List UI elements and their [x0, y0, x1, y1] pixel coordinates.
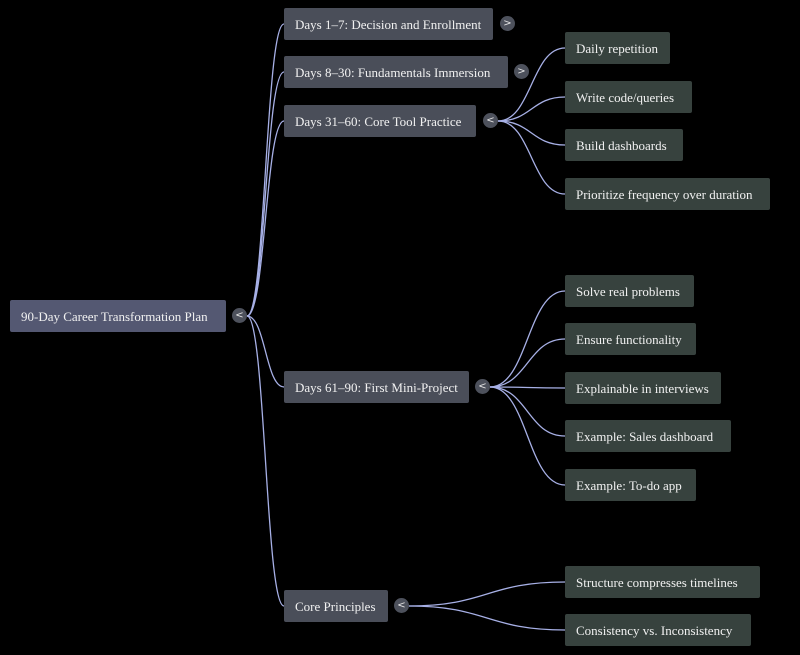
edge-days-61-90-leaf-0: [489, 290, 566, 388]
root-node[interactable]: 90-Day Career Transformation Plan: [10, 300, 226, 332]
leaf-build-dashboards[interactable]: Build dashboards: [565, 129, 683, 161]
edge-days-31-60-leaf-1: [497, 96, 566, 122]
branch-core-principles-collapse-toggle[interactable]: <: [394, 598, 409, 613]
leaf-structure-compresses-timelines[interactable]: Structure compresses timelines: [565, 566, 760, 598]
edge-days-61-90-leaf-1: [489, 338, 566, 388]
leaf-explainable-in-interviews[interactable]: Explainable in interviews: [565, 372, 721, 404]
leaf-prioritize-frequency[interactable]: Prioritize frequency over duration: [565, 178, 770, 210]
edge-days-61-90-leaf-3: [489, 386, 566, 437]
edge-core-principles-leaf-0: [408, 581, 566, 607]
edge-root-days-31-60: [246, 120, 285, 317]
leaf-ensure-functionality[interactable]: Ensure functionality: [565, 323, 696, 355]
edge-days-61-90-leaf-2: [489, 386, 566, 389]
leaf-example-todo-app[interactable]: Example: To-do app: [565, 469, 696, 501]
branch-days-61-90-collapse-toggle[interactable]: <: [475, 379, 490, 394]
edge-root-days-1-7: [246, 23, 285, 317]
root-collapse-toggle[interactable]: <: [232, 308, 247, 323]
leaf-consistency-vs-inconsistency[interactable]: Consistency vs. Inconsistency: [565, 614, 751, 646]
edge-days-31-60-leaf-3: [497, 120, 566, 195]
branch-days-31-60[interactable]: Days 31–60: Core Tool Practice: [284, 105, 476, 137]
edge-root-days-8-30: [246, 71, 285, 317]
edge-root-core-principles: [246, 315, 285, 607]
branch-days-31-60-collapse-toggle[interactable]: <: [483, 113, 498, 128]
branch-days-61-90[interactable]: Days 61–90: First Mini-Project: [284, 371, 469, 403]
edge-days-61-90-leaf-4: [489, 386, 566, 486]
branch-days-1-7[interactable]: Days 1–7: Decision and Enrollment: [284, 8, 493, 40]
edge-days-31-60-leaf-0: [497, 47, 566, 122]
edge-days-31-60-leaf-2: [497, 120, 566, 146]
branch-days-8-30-expand-toggle[interactable]: >: [514, 64, 529, 79]
edge-core-principles-leaf-1: [408, 605, 566, 631]
branch-core-principles[interactable]: Core Principles: [284, 590, 388, 622]
leaf-daily-repetition[interactable]: Daily repetition: [565, 32, 670, 64]
leaf-solve-real-problems[interactable]: Solve real problems: [565, 275, 694, 307]
leaf-write-code-queries[interactable]: Write code/queries: [565, 81, 692, 113]
branch-days-8-30[interactable]: Days 8–30: Fundamentals Immersion: [284, 56, 508, 88]
edge-root-days-61-90: [246, 315, 285, 388]
branch-days-1-7-expand-toggle[interactable]: >: [500, 16, 515, 31]
leaf-example-sales-dashboard[interactable]: Example: Sales dashboard: [565, 420, 731, 452]
